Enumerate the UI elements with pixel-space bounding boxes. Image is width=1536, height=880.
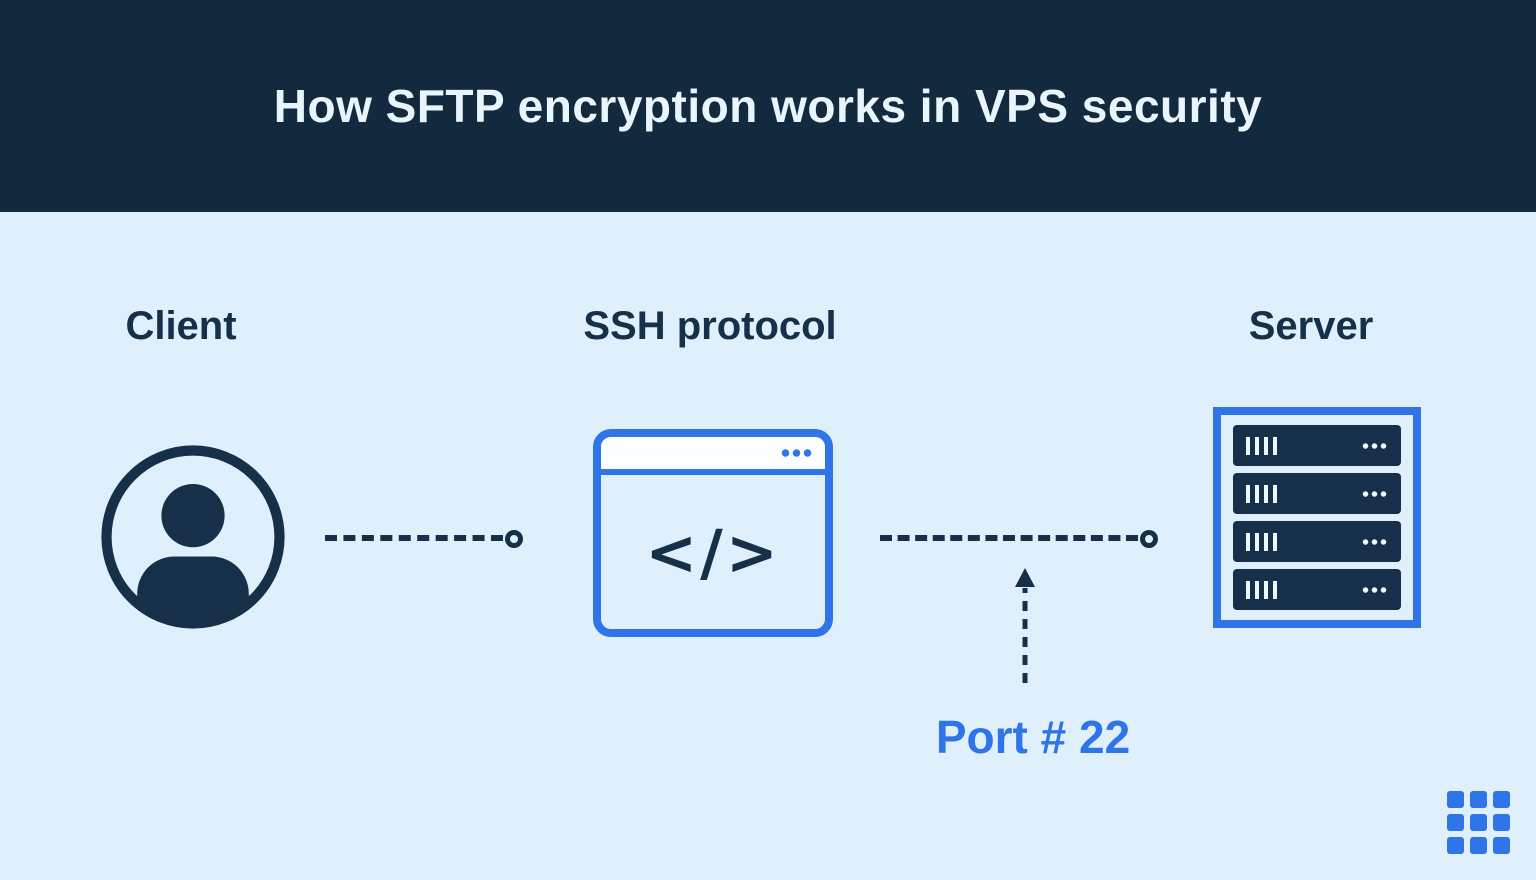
connector-endpoint	[1140, 530, 1158, 548]
logo-square	[1493, 791, 1510, 808]
grid-logo-icon	[1447, 791, 1510, 854]
server-label: Server	[1248, 304, 1374, 348]
logo-square	[1447, 837, 1464, 854]
logo-square	[1470, 837, 1487, 854]
server-unit	[1233, 521, 1401, 562]
server-rack-icon	[1213, 407, 1421, 628]
logo-square	[1447, 791, 1464, 808]
code-browser-icon: </>	[593, 429, 833, 637]
browser-body: </>	[601, 475, 825, 629]
header-band: How SFTP encryption works in VPS securit…	[0, 0, 1536, 212]
arrow-up-icon	[1012, 566, 1038, 691]
logo-square	[1470, 791, 1487, 808]
connector-endpoint	[505, 530, 523, 548]
ssh-server-connector	[880, 535, 1138, 541]
server-unit	[1233, 425, 1401, 466]
code-glyph: </>	[645, 515, 781, 589]
server-unit	[1233, 569, 1401, 610]
logo-square	[1447, 814, 1464, 831]
browser-titlebar	[601, 437, 825, 475]
logo-square	[1470, 814, 1487, 831]
page-title: How SFTP encryption works in VPS securit…	[273, 80, 1263, 132]
logo-square	[1493, 814, 1510, 831]
person-avatar-icon	[100, 444, 286, 630]
port-label: Port # 22	[935, 711, 1131, 763]
server-unit	[1233, 473, 1401, 514]
ssh-protocol-label: SSH protocol	[583, 304, 837, 348]
logo-square	[1493, 837, 1510, 854]
client-ssh-connector	[325, 535, 503, 541]
browser-dots-icon	[780, 448, 813, 458]
client-label: Client	[125, 304, 237, 348]
